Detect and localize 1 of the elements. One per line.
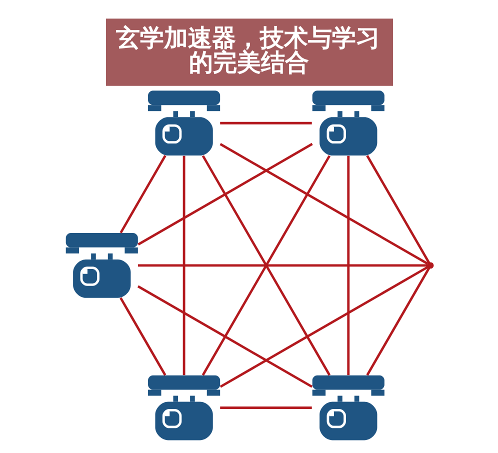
diagram-title: 玄学加速器，技术与学习的完美结合 [116,24,380,76]
